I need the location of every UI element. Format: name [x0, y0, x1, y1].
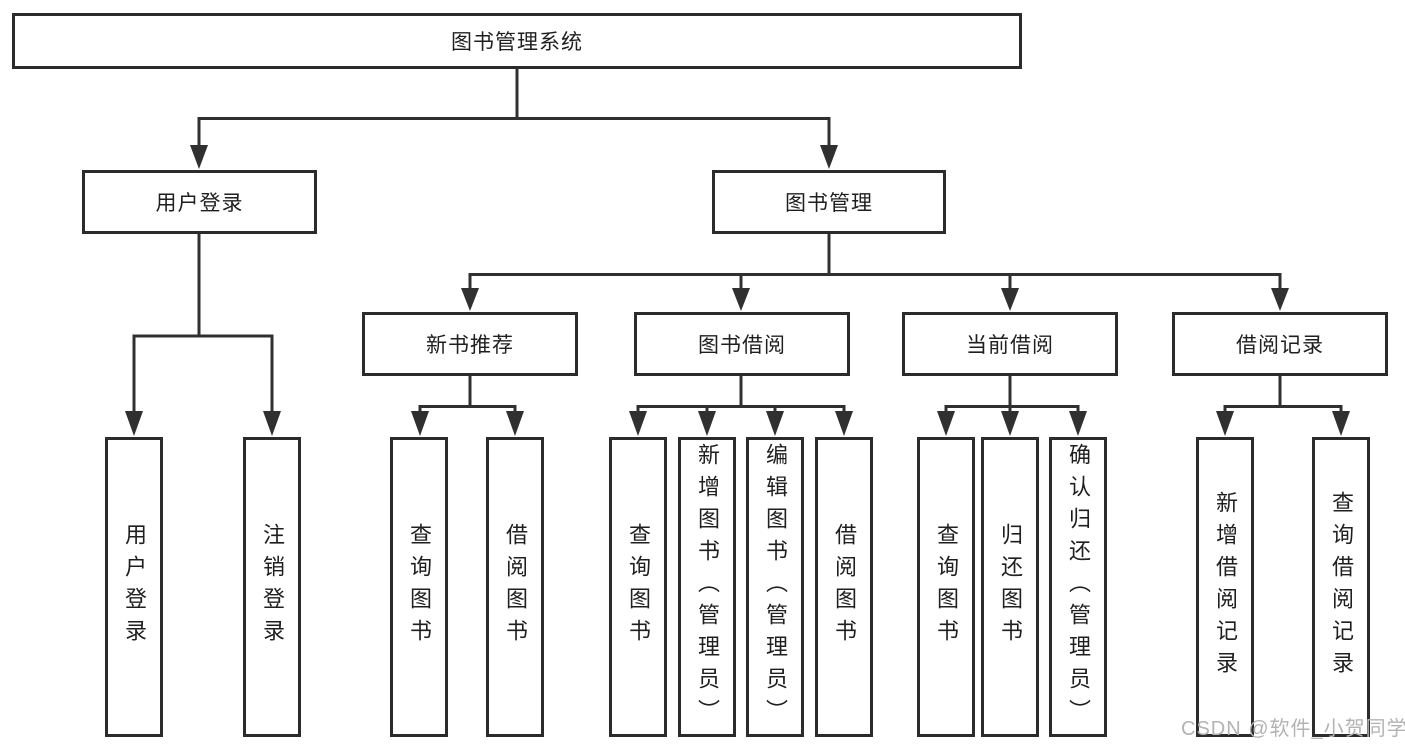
node-library-management-system: 图书管理系统	[12, 13, 1022, 69]
leaf-user-login-label: 用户登录	[122, 523, 147, 651]
leaf-cb-query-books: 查询图书	[917, 437, 975, 737]
node-new-book-recommendation: 新书推荐	[362, 312, 578, 376]
node-user-login-branch: 用户登录	[82, 170, 317, 234]
node-book-borrowing: 图书借阅	[634, 312, 850, 376]
leaf-br-query-record-label: 查询借阅记录	[1329, 491, 1354, 683]
leaf-nbr-borrow-books-label: 借阅图书	[503, 523, 528, 651]
leaf-bb-add-books-admin: 新增图书（管理员）	[678, 437, 736, 737]
leaf-nbr-query-books: 查询图书	[390, 437, 448, 737]
leaf-logout: 注销登录	[243, 437, 301, 737]
leaf-bb-borrow-books: 借阅图书	[815, 437, 873, 737]
leaf-br-add-record: 新增借阅记录	[1196, 437, 1254, 737]
node-book-management: 图书管理	[712, 170, 946, 234]
leaf-user-login: 用户登录	[105, 437, 163, 737]
node-current-borrowing: 当前借阅	[902, 312, 1118, 376]
leaf-cb-return-books: 归还图书	[981, 437, 1039, 737]
leaf-nbr-query-books-label: 查询图书	[407, 523, 432, 651]
leaf-bb-edit-books-admin: 编辑图书（管理员）	[746, 437, 804, 737]
leaf-br-query-record: 查询借阅记录	[1312, 437, 1370, 737]
csdn-watermark: CSDN @软件_小贺同学	[1181, 718, 1405, 740]
leaf-bb-add-books-admin-label: 新增图书（管理员）	[695, 443, 720, 731]
leaf-cb-return-books-label: 归还图书	[998, 523, 1023, 651]
leaf-cb-confirm-return-admin: 确认归还（管理员）	[1049, 437, 1107, 737]
leaf-nbr-borrow-books: 借阅图书	[486, 437, 544, 737]
leaf-bb-query-books: 查询图书	[609, 437, 667, 737]
node-borrowing-records: 借阅记录	[1172, 312, 1388, 376]
leaf-logout-label: 注销登录	[260, 523, 285, 651]
leaf-cb-query-books-label: 查询图书	[934, 523, 959, 651]
leaf-bb-borrow-books-label: 借阅图书	[832, 523, 857, 651]
leaf-bb-query-books-label: 查询图书	[626, 523, 651, 651]
leaf-cb-confirm-return-admin-label: 确认归还（管理员）	[1066, 443, 1091, 731]
leaf-br-add-record-label: 新增借阅记录	[1213, 491, 1238, 683]
leaf-bb-edit-books-admin-label: 编辑图书（管理员）	[763, 443, 788, 731]
